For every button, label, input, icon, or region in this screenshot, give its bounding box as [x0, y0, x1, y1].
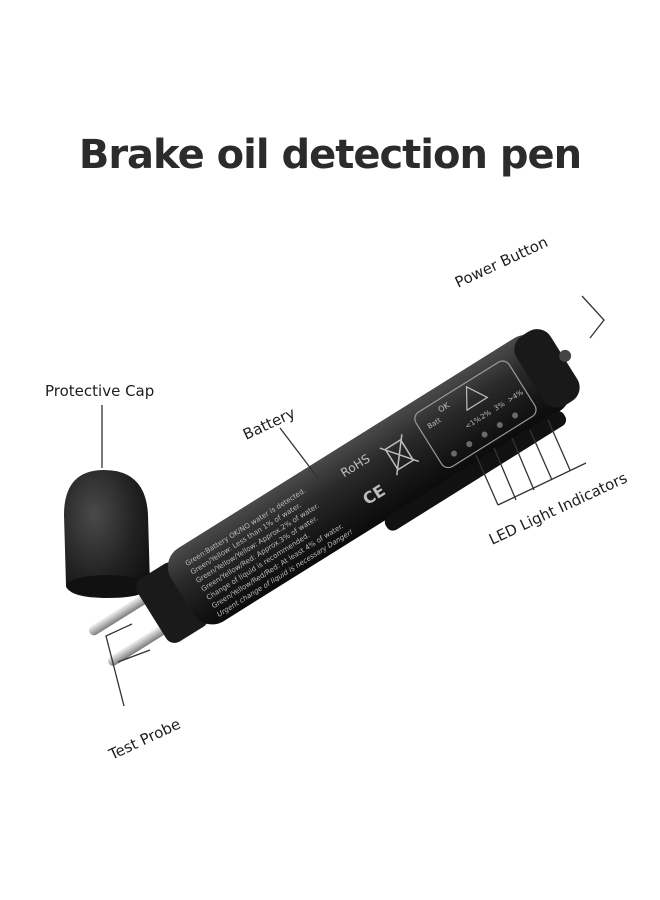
warning-triangle-icon: [465, 385, 489, 412]
callout-led-2: [493, 447, 517, 501]
probe-base: [135, 562, 209, 643]
label-battery: Battery: [240, 404, 298, 444]
protective-cap: [64, 470, 150, 598]
callout-led-bar: [497, 462, 587, 506]
power-button-shape: [559, 349, 572, 362]
callout-led-4: [529, 429, 553, 481]
label-protective-cap: Protective Cap: [45, 382, 154, 400]
pen-clip: [384, 411, 567, 531]
probe-pin-lower: [108, 626, 166, 666]
led-dot-5: [512, 412, 519, 419]
led-dot-2: [466, 441, 473, 448]
callout-power-button: [581, 295, 605, 339]
led-dot-4: [496, 421, 503, 428]
led-dot-1: [451, 450, 458, 457]
probe-pin-upper: [88, 595, 147, 636]
pen: Green:Battery OK/NO water is detected. G…: [88, 329, 580, 666]
cap-rim: [66, 575, 150, 597]
weee-icon: [379, 434, 420, 476]
page-title: Brake oil detection pen: [78, 132, 582, 178]
callout-led-1: [475, 454, 499, 506]
led-dot-3: [481, 431, 488, 438]
callout-test-probe-2: [117, 649, 151, 663]
callout-battery: [279, 427, 319, 479]
callout-led-3: [511, 437, 535, 491]
callout-led-5: [547, 419, 571, 471]
callout-lines: [101, 295, 605, 707]
label-power-button: Power Button: [452, 233, 551, 292]
cap-shape: [64, 470, 150, 598]
label-test-probe: Test Probe: [105, 715, 183, 764]
pen-end-cap: [514, 329, 580, 408]
pen-body: [167, 334, 570, 625]
callout-test-probe-1: [105, 623, 133, 707]
